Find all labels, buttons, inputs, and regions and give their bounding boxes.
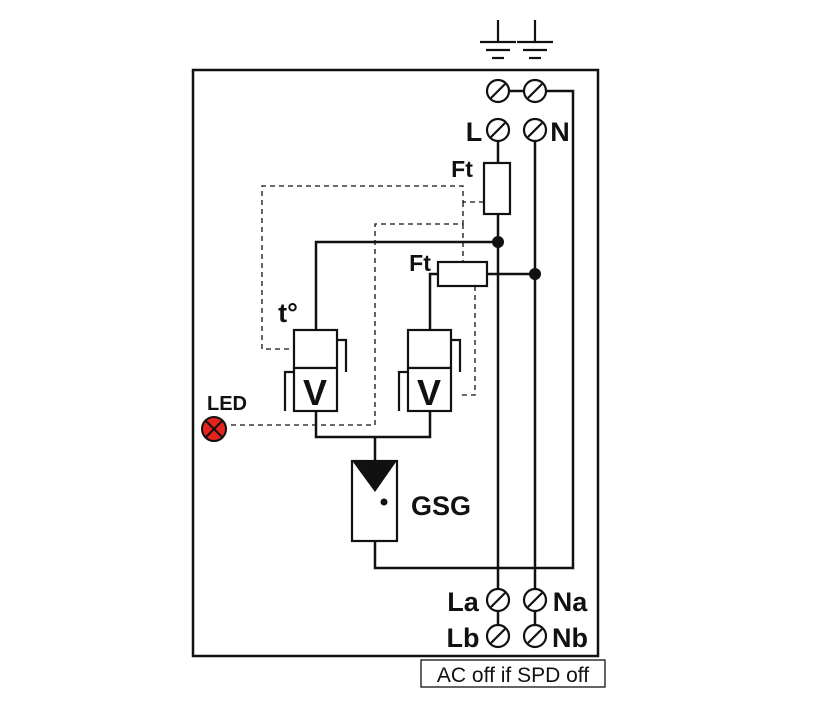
label-temp: t° xyxy=(278,298,298,328)
note-text: AC off if SPD off xyxy=(437,664,589,687)
terminal-n[interactable] xyxy=(522,117,548,143)
label-ft-top: Ft xyxy=(451,156,473,182)
varistor-icon xyxy=(283,328,348,413)
ground-icon xyxy=(517,20,553,60)
screw-terminal-icon[interactable] xyxy=(522,78,548,104)
screw-terminal-icon[interactable] xyxy=(485,78,511,104)
enclosure-box xyxy=(191,68,600,658)
junction-dot xyxy=(529,268,541,280)
note-box xyxy=(420,659,606,688)
gas-discharge-tube-icon xyxy=(350,459,399,543)
label-gsg: GSG xyxy=(411,491,471,521)
varistor-icon xyxy=(397,328,462,413)
junction-dot xyxy=(492,236,504,248)
terminal-l[interactable] xyxy=(485,117,511,143)
varistor-output-wire xyxy=(314,411,432,439)
branch-wire-left xyxy=(314,240,498,330)
label-n: N xyxy=(550,117,570,147)
terminal-lb[interactable] xyxy=(485,623,511,649)
terminal-na[interactable] xyxy=(522,587,548,613)
led-lamp-icon xyxy=(201,416,227,442)
label-na: Na xyxy=(553,587,588,617)
label-varistor-right: V xyxy=(417,372,441,413)
ground-icon xyxy=(480,20,516,60)
terminal-la[interactable] xyxy=(485,587,511,613)
label-la: La xyxy=(447,587,479,617)
branch-wire-right-down xyxy=(428,272,438,330)
thermal-fuse-icon xyxy=(436,260,489,288)
label-nb: Nb xyxy=(552,623,588,653)
label-led: LED xyxy=(207,393,247,415)
terminal-nb[interactable] xyxy=(522,623,548,649)
label-lb: Lb xyxy=(447,623,480,653)
pe-wiring xyxy=(373,89,575,570)
label-varistor-left: V xyxy=(303,372,327,413)
label-l: L xyxy=(466,117,483,147)
label-ft-mid: Ft xyxy=(409,250,431,276)
thermal-fuse-icon xyxy=(482,161,512,216)
thermal-link-dashed xyxy=(229,185,484,426)
